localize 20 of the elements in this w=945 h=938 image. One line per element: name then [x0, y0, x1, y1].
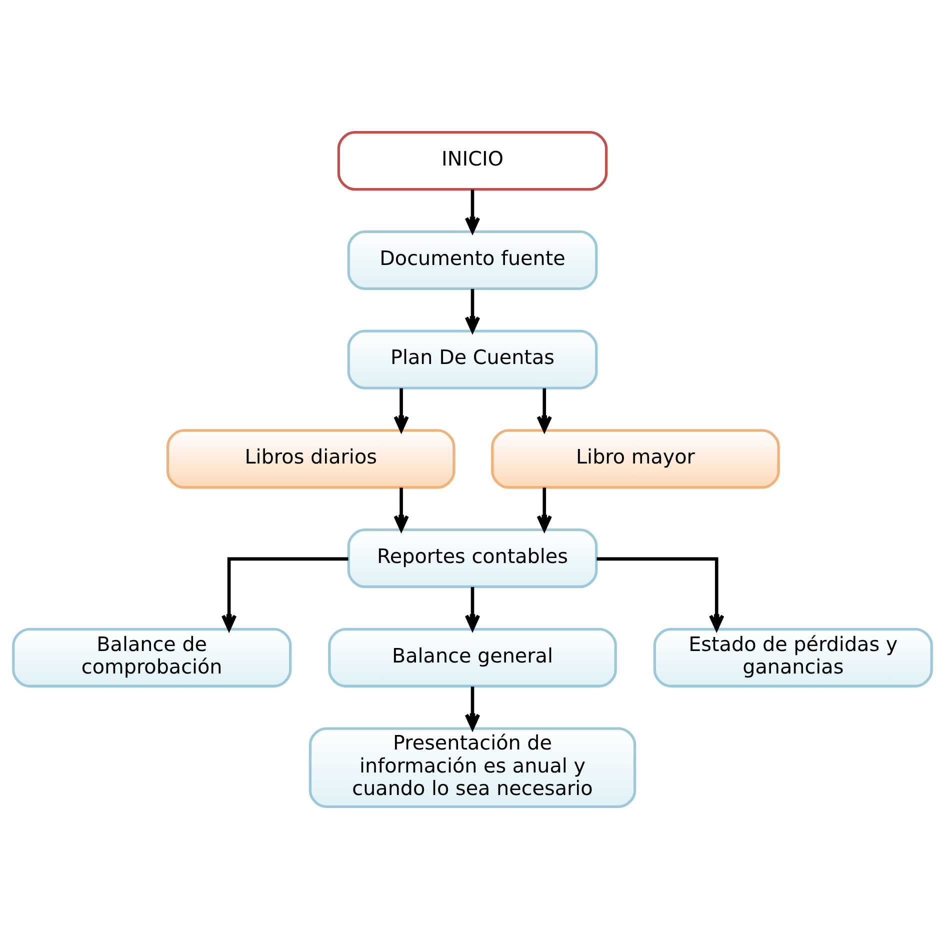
node-box: Estado de pérdidas y ganancias	[653, 627, 933, 687]
node-box: INICIO	[337, 130, 608, 190]
node-box: Plan De Cuentas	[347, 329, 598, 389]
arrow	[464, 686, 480, 730]
node-box: Libro mayor	[491, 428, 780, 488]
arrow	[464, 288, 480, 332]
node-box: Balance de comprobación	[12, 627, 292, 687]
arrow	[464, 586, 480, 630]
node-box: Documento fuente	[347, 230, 598, 290]
arrow	[221, 556, 348, 630]
node-box: Presentación de información es anual y cuando lo sea necesario	[308, 726, 636, 808]
arrow	[536, 388, 552, 432]
node-box: Reportes contables	[347, 528, 598, 588]
arrow	[536, 487, 552, 531]
node-box: Balance general	[328, 627, 617, 687]
arrow	[394, 487, 409, 531]
arrow	[464, 189, 480, 233]
arrow	[596, 556, 724, 630]
node-box: Libros diarios	[166, 428, 456, 488]
arrow	[394, 388, 409, 432]
